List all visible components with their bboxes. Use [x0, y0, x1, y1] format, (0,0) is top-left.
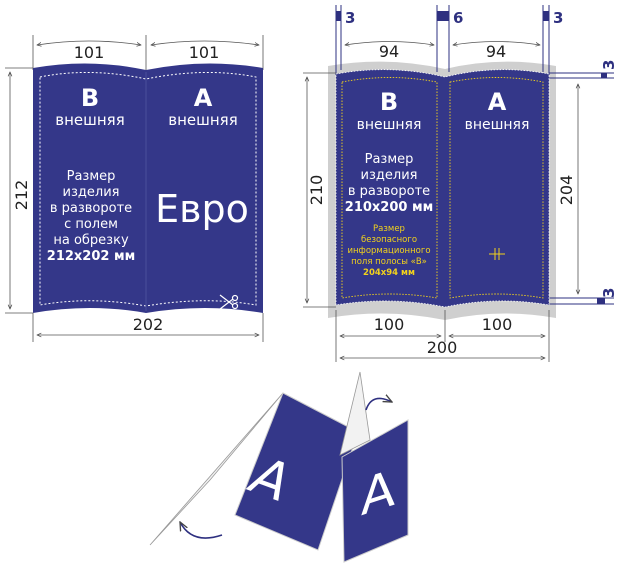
back-flap — [339, 371, 371, 456]
bleed-right-label: 3 — [553, 9, 563, 27]
dim-width: 200 — [427, 338, 458, 357]
right-layout: 3 6 3 94 94 210 3 3 204 B внешняя A внеш… — [303, 5, 618, 362]
scissors-icon — [219, 294, 239, 310]
size-text-line: в развороте — [50, 201, 132, 216]
card-letter: A — [361, 459, 395, 529]
bleed-bottom-label: 3 — [600, 288, 618, 298]
dim-page-left: 100 — [374, 315, 405, 334]
front-card — [234, 392, 359, 551]
back-flap — [149, 392, 284, 546]
side-b-letter: B — [81, 84, 99, 112]
size-text-line: изделия — [63, 185, 120, 200]
size-text-line: Размер — [365, 152, 414, 167]
side-a-letter: A — [488, 88, 507, 116]
bleed-left-label: 3 — [345, 9, 355, 27]
vertical-fold-example: A — [339, 371, 409, 563]
dim-left-half: 101 — [74, 43, 105, 62]
size-text-line: 212x202 мм — [47, 249, 135, 264]
dim-width: 202 — [133, 315, 164, 334]
side-a-label: внешняя — [168, 111, 237, 129]
side-b-label: внешняя — [357, 117, 422, 133]
safe-text-line: Размер — [373, 224, 405, 234]
dim-page-right: 100 — [482, 315, 513, 334]
safe-text-line: поля полосы «В» — [351, 257, 427, 267]
side-a-label: внешняя — [465, 117, 530, 133]
left-layout: 101 101 212 202 B внешняя A внешняя Разм… — [5, 35, 264, 342]
spine-label: 6 — [453, 9, 463, 27]
safe-area-b — [341, 77, 438, 299]
front-card — [341, 419, 409, 563]
dim-height: 210 — [307, 175, 326, 206]
top-bleed-markers — [335, 5, 550, 75]
dim-right-half: 101 — [189, 43, 220, 62]
size-text-line: в развороте — [348, 184, 430, 199]
safe-area-a — [449, 77, 544, 299]
right-panel — [336, 69, 549, 307]
side-b-label: внешняя — [55, 111, 124, 129]
size-text-line: с полем — [64, 217, 118, 232]
cut-line — [39, 71, 257, 307]
dim-height: 212 — [12, 180, 31, 211]
left-panel — [33, 63, 263, 313]
fold-mark-icon — [489, 248, 505, 260]
size-text: Размер изделия в развороте 210x200 мм — [345, 152, 433, 215]
fold-arrow-icon — [365, 398, 392, 411]
bleed-top-label: 3 — [600, 60, 618, 70]
size-text-line: на обрезку — [53, 233, 129, 248]
size-text: Размер изделия в развороте с полем на об… — [47, 169, 135, 264]
safe-text-line: 204x94 мм — [363, 268, 415, 278]
dim-left-half: 94 — [379, 42, 399, 61]
safe-text-line: безопасного — [361, 235, 417, 245]
fold-arrow-icon — [180, 522, 223, 539]
safe-area-text: Размер безопасного информационного поля … — [347, 224, 430, 278]
size-text-line: Размер — [67, 169, 116, 184]
dim-right-half: 94 — [486, 42, 506, 61]
side-a-letter: A — [194, 84, 213, 112]
horizontal-fold-example: A — [149, 392, 359, 551]
side-b-letter: B — [380, 88, 398, 116]
size-text-line: изделия — [361, 168, 418, 183]
size-text-line: 210x200 мм — [345, 200, 433, 215]
safe-text-line: информационного — [347, 246, 430, 256]
format-label: Евро — [155, 187, 249, 231]
dim-safe-height: 204 — [557, 175, 576, 206]
